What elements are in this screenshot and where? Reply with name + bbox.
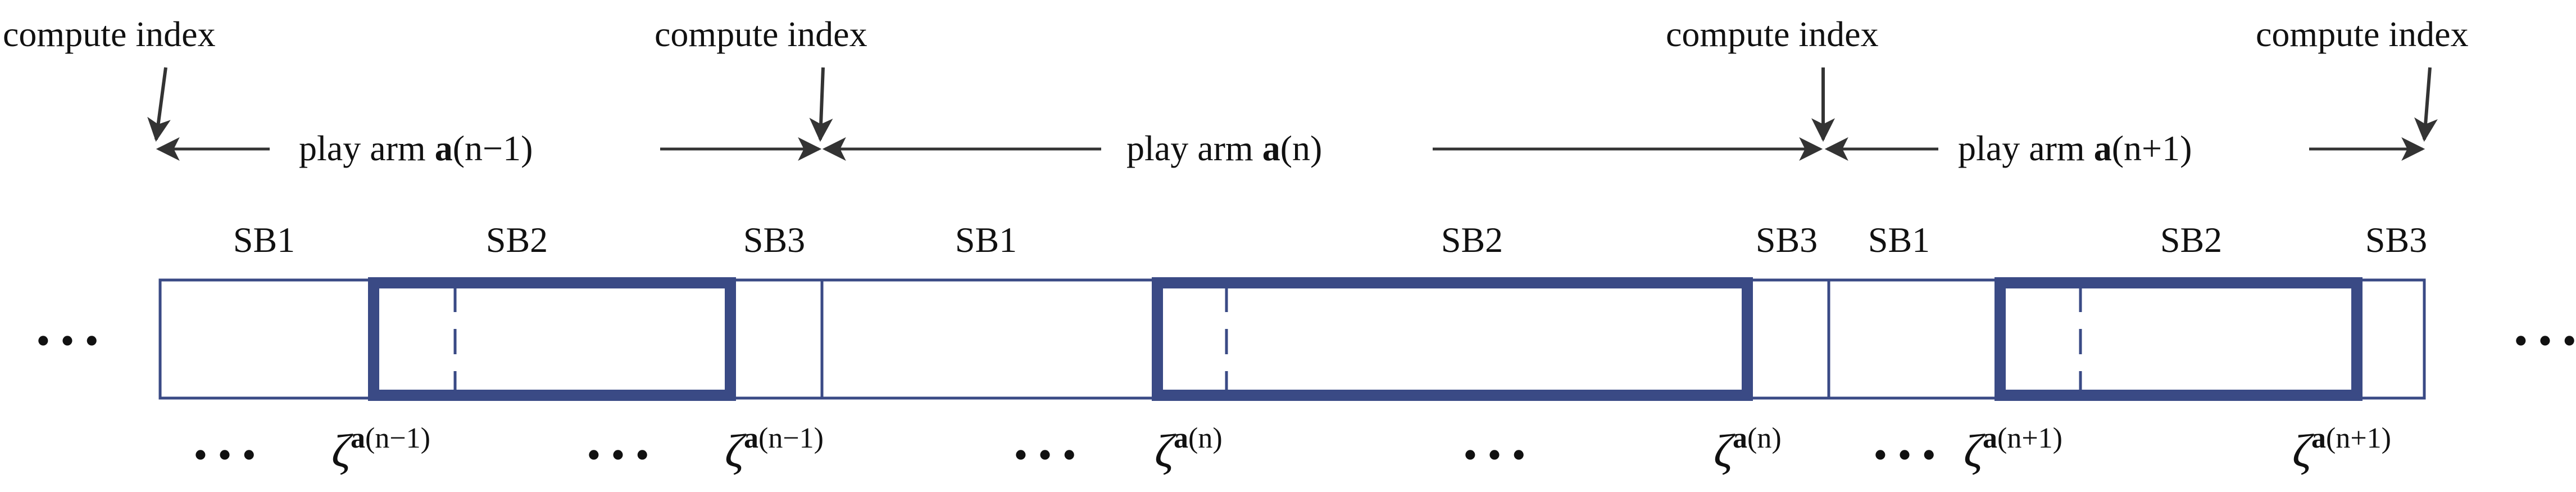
arm-symbol: a xyxy=(2094,128,2112,168)
zeta-symbol: ζ xyxy=(331,425,353,477)
zeta-arm-symbol: a xyxy=(1174,422,1188,454)
sb1-label-arm-3: SB1 xyxy=(1868,220,1930,260)
ellipsis-left: • • • xyxy=(36,318,99,363)
ellipsis-right: • • • xyxy=(2514,318,2576,363)
sb2-label-arm-1: SB2 xyxy=(486,220,548,260)
ellipsis-bottom-4: • • • xyxy=(1463,432,1526,477)
zeta-label-5: ζa(n+1) xyxy=(1964,422,2062,477)
ellipsis-bottom-5: • • • xyxy=(1873,432,1936,477)
zeta-symbol: ζ xyxy=(1964,425,1986,477)
zeta-arm-index: (n) xyxy=(1747,422,1782,454)
zeta-arm-symbol: a xyxy=(744,422,758,454)
ellipsis-bottom-2: • • • xyxy=(587,432,649,477)
play-arm-label-1: play arm a(n−1) xyxy=(299,128,533,168)
sb3-label-arm-1: SB3 xyxy=(743,220,805,260)
play-arm-label-2: play arm a(n) xyxy=(1126,128,1322,168)
zeta-symbol: ζ xyxy=(1155,425,1176,477)
timeline-strip xyxy=(158,277,2426,401)
zeta-symbol: ζ xyxy=(1714,425,1735,477)
sb3-label-arm-3: SB3 xyxy=(2365,220,2427,260)
sb2-box-arm-2 xyxy=(1152,277,1753,401)
ellipsis-bottom-3: • • • xyxy=(1014,432,1076,477)
zeta-arm-symbol: a xyxy=(1733,422,1747,454)
zeta-symbol: ζ xyxy=(2292,425,2314,477)
play-arm-prefix: play arm xyxy=(1126,128,1262,168)
compute-index-label-3: compute index xyxy=(1666,14,1879,54)
sb1-label-arm-2: SB1 xyxy=(955,220,1017,260)
zeta-label-2: ζa(n−1) xyxy=(725,422,824,477)
sb3-label-arm-2: SB3 xyxy=(1756,220,1818,260)
play-arm-prefix: play arm xyxy=(299,128,435,168)
compute-index-arrow-4 xyxy=(2414,67,2438,142)
sb2-label-arm-3: SB2 xyxy=(2160,220,2222,260)
zeta-arm-index: (n−1) xyxy=(758,422,824,454)
compute-index-label-2: compute index xyxy=(655,14,867,54)
sb2-label-arm-2: SB2 xyxy=(1441,220,1503,260)
sb2-box-arm-3 xyxy=(1995,277,2363,401)
zeta-arm-symbol: a xyxy=(2311,422,2326,454)
compute-index-arrow-2 xyxy=(809,67,833,142)
play-arm-prefix: play arm xyxy=(1958,128,2094,168)
zeta-arm-index: (n+1) xyxy=(2326,422,2391,454)
zeta-arm-index: (n+1) xyxy=(1997,422,2062,454)
zeta-label-1: ζa(n−1) xyxy=(331,422,430,477)
sb1-label-arm-1: SB1 xyxy=(233,220,295,260)
zeta-arm-index: (n) xyxy=(1188,422,1223,454)
zeta-label-6: ζa(n+1) xyxy=(2292,422,2391,477)
compute-index-label-1: compute index xyxy=(3,14,216,54)
arm-index: (n−1) xyxy=(453,128,533,168)
compute-index-arrow-1 xyxy=(147,67,171,142)
arm-symbol: a xyxy=(435,128,453,168)
zeta-arm-symbol: a xyxy=(351,422,365,454)
zeta-arm-symbol: a xyxy=(1983,422,1997,454)
arm-index: (n+1) xyxy=(2112,128,2192,168)
arm-symbol: a xyxy=(1262,128,1280,168)
compute-index-label-4: compute index xyxy=(2256,14,2469,54)
play-arm-label-3: play arm a(n+1) xyxy=(1958,128,2192,168)
zeta-label-3: ζa(n) xyxy=(1155,422,1223,477)
timeline-outline xyxy=(158,278,2426,400)
arm-index: (n) xyxy=(1280,128,1323,168)
zeta-label-4: ζa(n) xyxy=(1714,422,1782,477)
ellipsis-bottom-1: • • • xyxy=(193,432,256,477)
zeta-symbol: ζ xyxy=(725,425,747,477)
zeta-arm-index: (n−1) xyxy=(365,422,430,454)
sb2-box-arm-1 xyxy=(368,277,736,401)
